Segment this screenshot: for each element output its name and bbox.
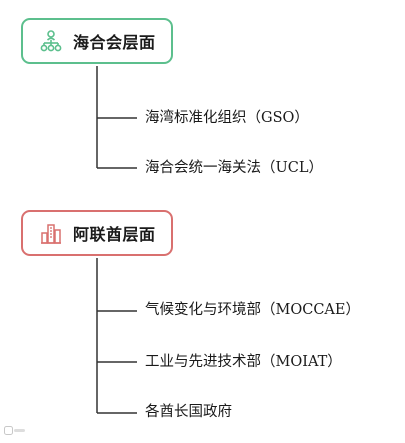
root-node-uae: 阿联酋层面 (21, 210, 173, 256)
child-node-emirate-governments: 各酋长国政府 (145, 404, 232, 420)
org-hierarchy-icon (39, 29, 63, 53)
root-label-gcc: 海合会层面 (73, 33, 156, 52)
brand-logo-icon (4, 426, 26, 437)
city-buildings-icon (39, 221, 63, 245)
child-node-gso: 海湾标准化组织（GSO） (145, 110, 309, 126)
watermark (4, 426, 26, 437)
child-node-moiat: 工业与先进技术部（MOIAT） (145, 354, 342, 370)
child-node-moccae: 气候变化与环境部（MOCCAE） (145, 302, 360, 318)
child-node-ucl: 海合会统一海关法（UCL） (145, 160, 323, 176)
root-label-uae: 阿联酋层面 (73, 225, 156, 244)
root-node-gcc: 海合会层面 (21, 18, 173, 64)
